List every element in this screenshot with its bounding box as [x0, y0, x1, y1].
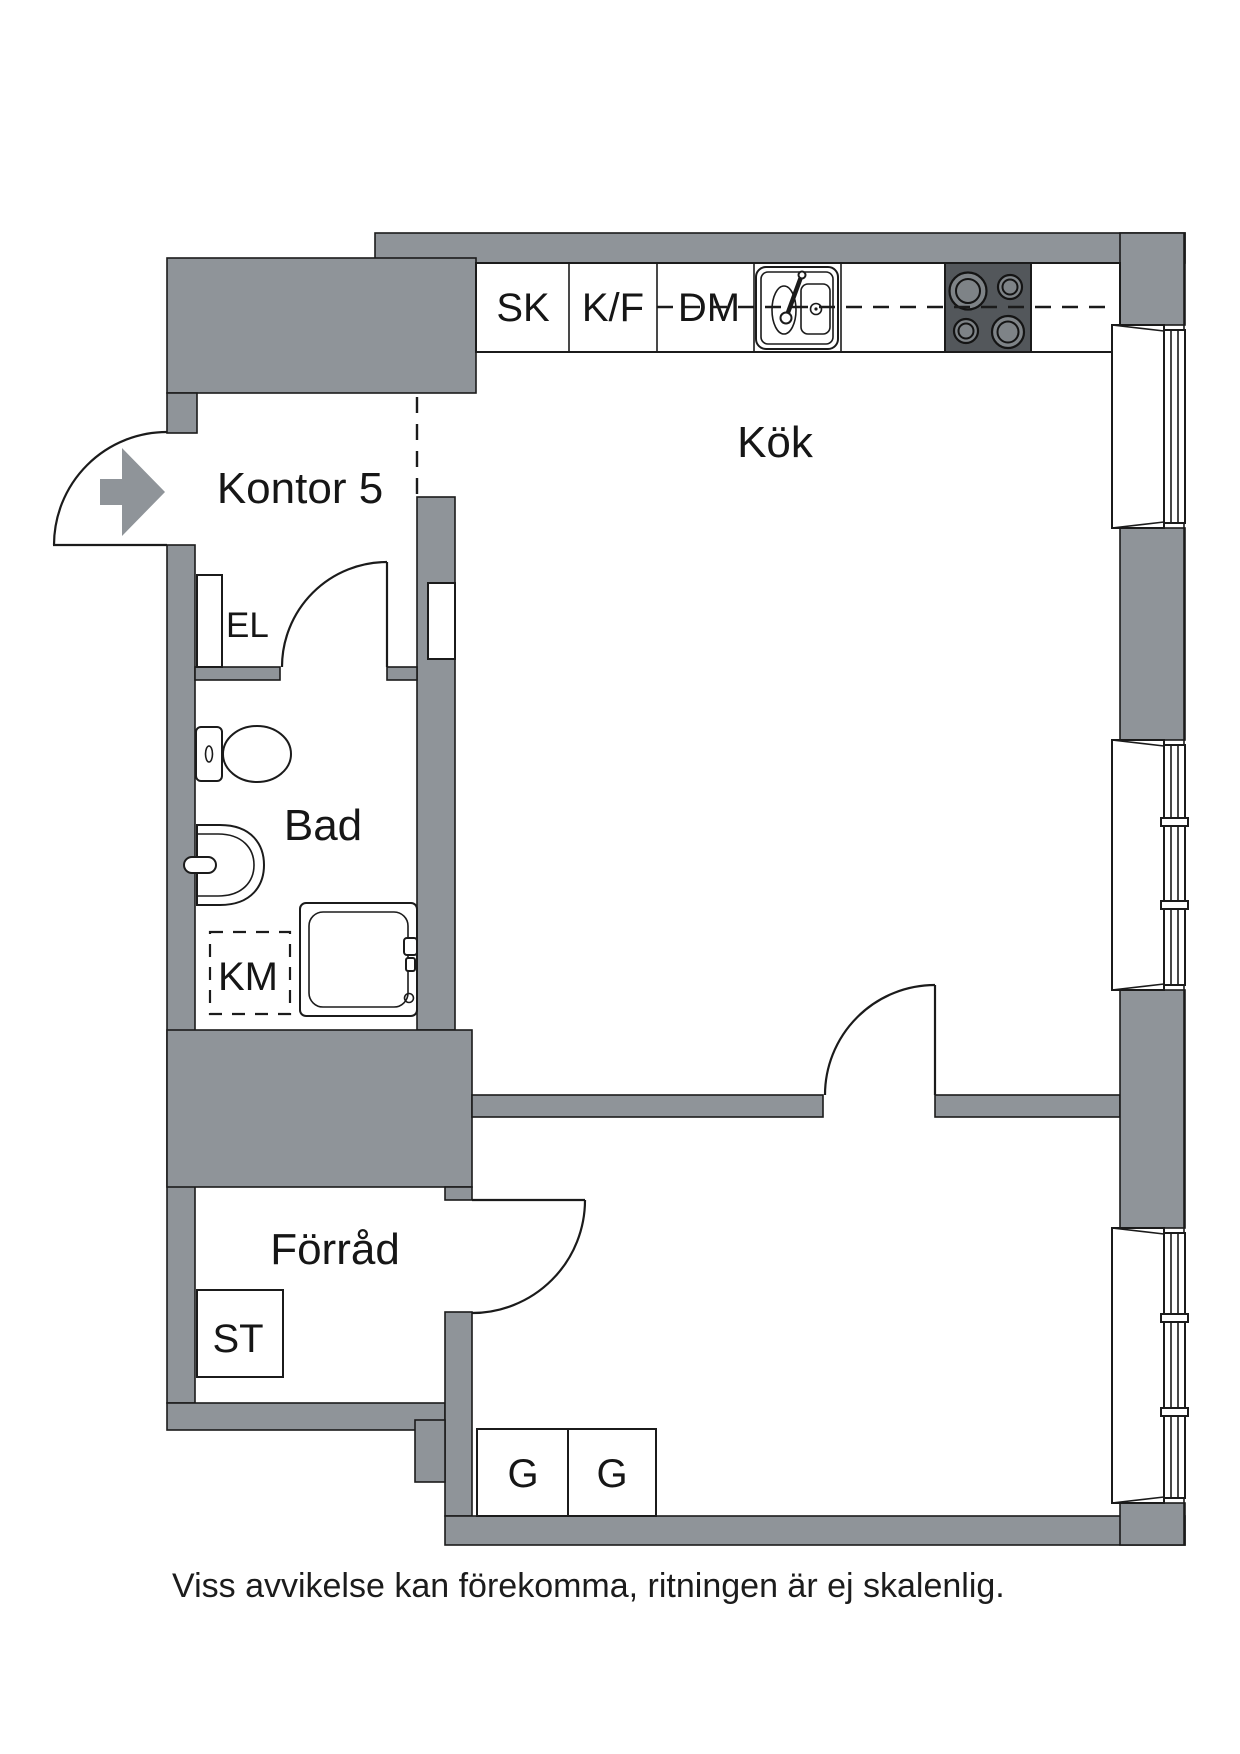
electrical-label: EL — [226, 606, 269, 645]
kitchen-counter: SK K/F DM — [475, 262, 1121, 353]
wall-segment — [444, 1515, 1186, 1546]
wall-segment — [416, 496, 456, 1031]
shower-drain — [403, 992, 415, 1004]
wardrobe-label: G — [507, 1452, 538, 1496]
door-arc — [52, 430, 168, 546]
wall-segment — [1119, 989, 1186, 1229]
walls — [166, 232, 1186, 1546]
wall-segment — [1119, 527, 1186, 741]
window-mullion — [1160, 900, 1189, 910]
wall-segment — [934, 1094, 1121, 1118]
shower-mixer — [405, 957, 416, 972]
wall-segment — [471, 1094, 824, 1118]
cleaning-storage-label: ST — [212, 1317, 263, 1361]
door-arc — [280, 560, 388, 668]
entrance-door — [52, 430, 168, 547]
wall-segment — [166, 392, 198, 434]
shower-mixer — [403, 937, 418, 956]
window-mullion — [1160, 1313, 1189, 1323]
wall-segment — [166, 1402, 446, 1431]
washing-machine-box — [208, 930, 292, 1016]
wall-niche — [427, 582, 456, 660]
bathroom-door — [280, 560, 389, 668]
wall-segment — [194, 666, 281, 681]
door-arc — [471, 1199, 587, 1315]
window-bottom — [1111, 1227, 1189, 1504]
wall-segment — [414, 1419, 446, 1483]
storage-door — [471, 1198, 587, 1315]
window-sill — [1111, 739, 1165, 991]
cleaning-storage-box — [196, 1289, 284, 1378]
wall-segment — [166, 257, 477, 394]
cabinet-label: SK — [496, 286, 550, 330]
window-top — [1111, 324, 1186, 529]
bathroom-label: Bad — [284, 801, 362, 850]
wall-segment — [1119, 232, 1186, 326]
washbasin-icon — [183, 824, 266, 906]
shower-icon — [299, 902, 418, 1017]
window-glass — [1163, 1232, 1186, 1499]
window-glass — [1163, 744, 1186, 986]
window-sill — [1111, 324, 1165, 529]
window-sill — [1111, 1227, 1165, 1504]
disclaimer-text: Viss avvikelse kan förekomma, ritningen … — [172, 1567, 1005, 1605]
office-label: Kontor 5 — [217, 464, 383, 513]
wall-segment — [444, 1311, 473, 1517]
wall-segment — [374, 232, 1186, 264]
window-middle — [1111, 739, 1189, 991]
basin-tap — [183, 856, 217, 874]
electrical-cabinet — [196, 574, 223, 668]
door-arc — [823, 983, 936, 1096]
storage-label: Förråd — [270, 1225, 400, 1274]
kitchen-room-door — [823, 983, 937, 1096]
wall-segment — [1119, 1502, 1186, 1546]
wall-segment — [166, 1029, 473, 1188]
toilet-icon — [195, 725, 292, 783]
washing-machine-label: KM — [218, 955, 278, 999]
wall-segment — [386, 666, 418, 681]
wardrobe-box — [476, 1428, 569, 1517]
entrance-arrow-icon — [100, 448, 165, 536]
window-glass — [1163, 329, 1186, 524]
fridge-freezer-label: K/F — [582, 286, 644, 330]
wall-segment — [166, 544, 196, 1404]
window-mullion — [1160, 817, 1189, 827]
wall-segment — [444, 1186, 473, 1201]
window-mullion — [1160, 1407, 1189, 1417]
kitchen-label: Kök — [737, 418, 814, 467]
wardrobe-label: G — [596, 1452, 627, 1496]
wardrobe-box — [567, 1428, 657, 1517]
